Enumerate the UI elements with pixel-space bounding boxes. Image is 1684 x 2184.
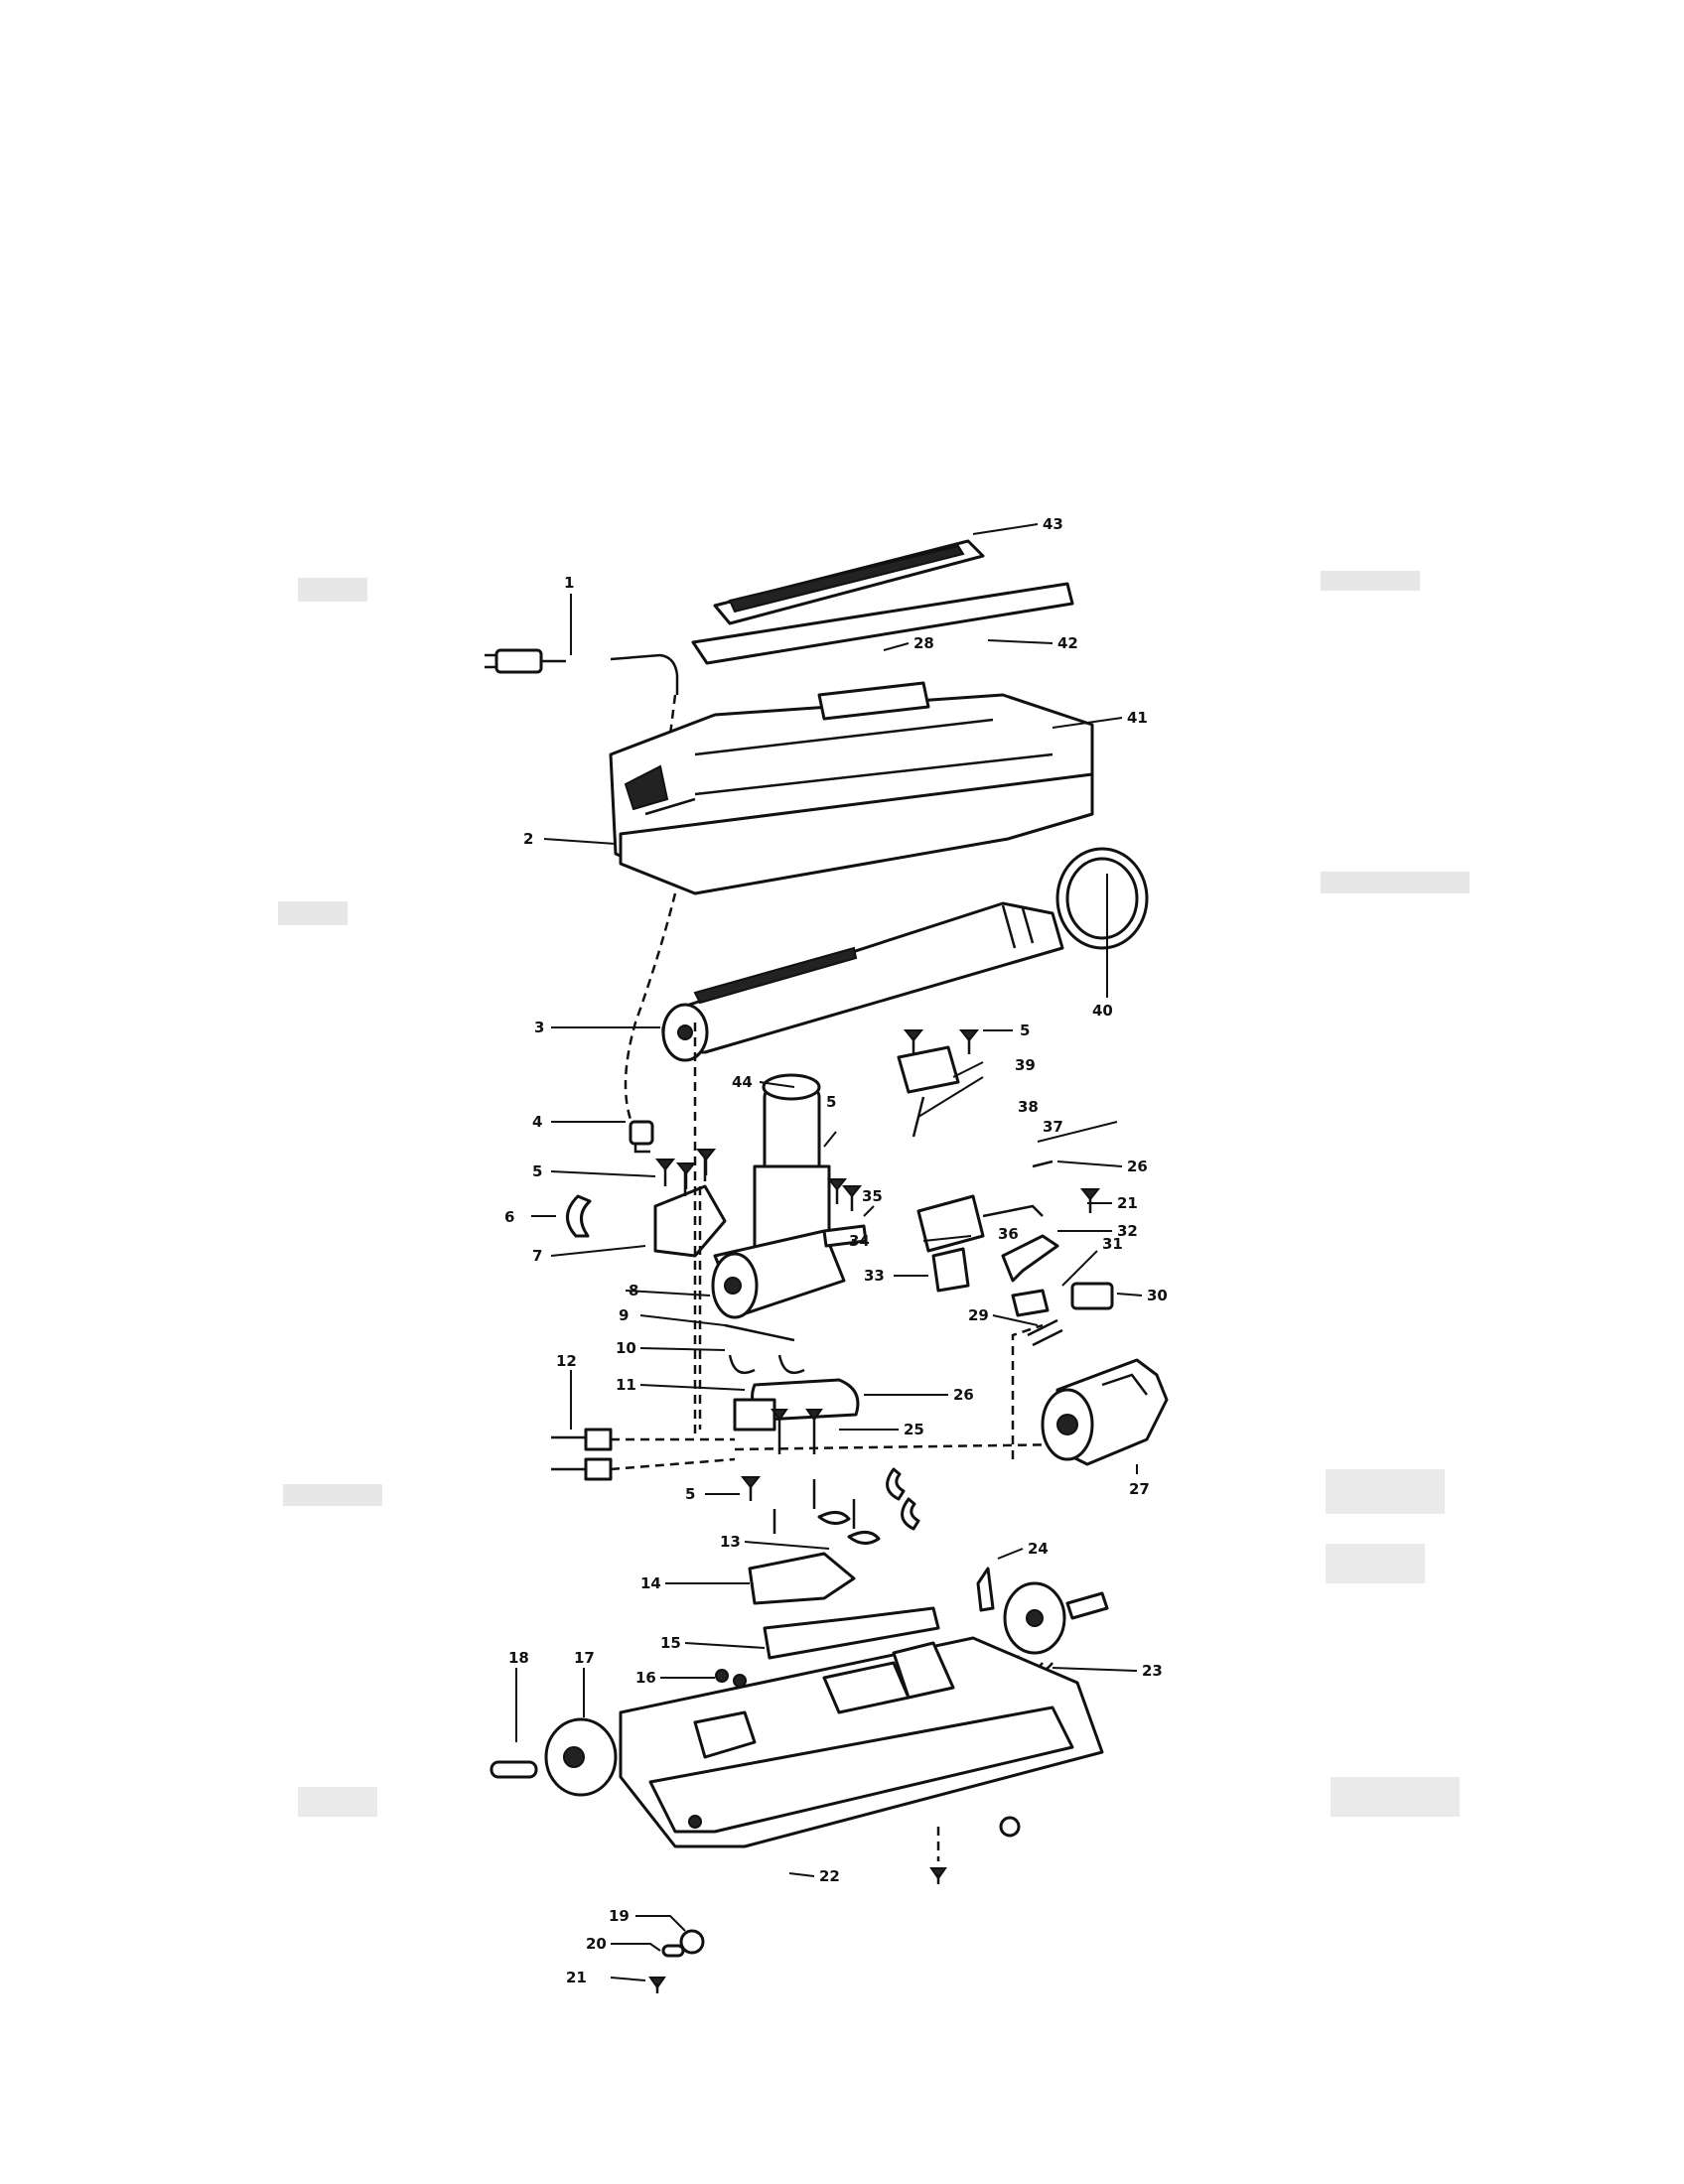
- callout-20: 20: [586, 1935, 607, 1953]
- callout-labels: 1 2 3 4 5 6 7 8 9 10 11 12 5 13 14 15 16…: [504, 515, 1168, 1986]
- base-part: [619, 1636, 1104, 1848]
- callout-35: 35: [862, 1187, 883, 1205]
- front-wheel-part: [490, 1717, 618, 1797]
- callout-5-mid: 5: [685, 1485, 695, 1503]
- callout-13: 13: [720, 1533, 741, 1551]
- callout-36: 36: [998, 1225, 1019, 1243]
- callout-15: 15: [660, 1634, 681, 1652]
- callout-18: 18: [508, 1649, 529, 1667]
- axle-parts: [648, 1816, 1021, 1993]
- hood-part: [609, 681, 1094, 895]
- callout-7: 7: [532, 1247, 542, 1265]
- connector-part: [1070, 1282, 1114, 1310]
- callout-43: 43: [1043, 515, 1063, 533]
- callout-11: 11: [616, 1376, 636, 1394]
- callout-1: 1: [564, 574, 574, 592]
- callout-28: 28: [913, 634, 934, 652]
- callout-39: 39: [1015, 1056, 1036, 1074]
- callout-5-center: 5: [826, 1093, 836, 1111]
- callout-26-upper: 26: [1127, 1158, 1148, 1175]
- callout-2: 2: [523, 830, 533, 848]
- screws-part: [654, 1029, 1101, 1501]
- callout-19: 19: [609, 1907, 630, 1925]
- filter-cover-part: [713, 539, 985, 625]
- callout-30: 30: [1147, 1287, 1168, 1304]
- leader-lines: [515, 523, 1143, 1981]
- callout-37: 37: [1043, 1118, 1063, 1136]
- callout-42: 42: [1057, 634, 1078, 652]
- callout-24: 24: [1028, 1540, 1049, 1558]
- callout-12: 12: [556, 1352, 577, 1370]
- callout-6: 6: [504, 1208, 514, 1226]
- motor-part: [1041, 1358, 1169, 1466]
- callout-40: 40: [1092, 1002, 1113, 1020]
- callout-4: 4: [532, 1113, 542, 1131]
- retainer-clips-part: [728, 1354, 805, 1375]
- callout-29: 29: [968, 1306, 989, 1324]
- filter-part: [691, 582, 1074, 665]
- brush-roll-part: [661, 901, 1064, 1062]
- callout-33: 33: [864, 1267, 885, 1285]
- callout-32: 32: [1117, 1222, 1138, 1240]
- callout-3: 3: [534, 1019, 544, 1036]
- switch-assembly-part: [733, 1378, 860, 1432]
- spring-part: [724, 1323, 795, 1342]
- terminal-connectors-part: [551, 1428, 613, 1481]
- callout-26-lower: 26: [953, 1386, 974, 1404]
- bail-linkage-part: [748, 1552, 940, 1660]
- callout-21-right: 21: [1117, 1194, 1138, 1212]
- callout-8: 8: [629, 1282, 638, 1299]
- callout-25: 25: [904, 1421, 924, 1438]
- callout-38: 38: [1018, 1098, 1039, 1116]
- switch-part: [629, 1120, 654, 1154]
- brush-holder-part: [1011, 1289, 1063, 1347]
- fastener-group-part: [771, 1409, 920, 1545]
- lever-part: [1001, 1234, 1059, 1283]
- neck-housing-part: [711, 1073, 846, 1319]
- scan-noise: [278, 571, 1470, 1817]
- callout-5-top: 5: [1020, 1022, 1030, 1039]
- callout-34: 34: [849, 1232, 870, 1250]
- callout-10: 10: [616, 1339, 636, 1357]
- callout-23: 23: [1142, 1662, 1163, 1680]
- callout-22: 22: [819, 1867, 840, 1885]
- callout-44: 44: [732, 1073, 753, 1091]
- cord-routing-dash: [624, 892, 677, 1133]
- wiring-dash: [610, 1023, 1068, 1471]
- small-screws-part: [715, 1669, 747, 1688]
- callout-9: 9: [619, 1306, 629, 1324]
- callout-31: 31: [1102, 1235, 1123, 1253]
- power-cord-part: [485, 648, 679, 736]
- callout-41: 41: [1127, 709, 1148, 727]
- callout-21-bottom: 21: [566, 1969, 587, 1986]
- callout-27: 27: [1129, 1480, 1150, 1498]
- clip-part: [566, 1194, 592, 1238]
- rear-wheel-part: [976, 1567, 1109, 1675]
- callout-14: 14: [640, 1574, 661, 1592]
- callout-17: 17: [574, 1649, 595, 1667]
- callout-16: 16: [635, 1669, 656, 1687]
- callout-5-left: 5: [532, 1162, 542, 1180]
- belt-ring-part: [1055, 847, 1149, 950]
